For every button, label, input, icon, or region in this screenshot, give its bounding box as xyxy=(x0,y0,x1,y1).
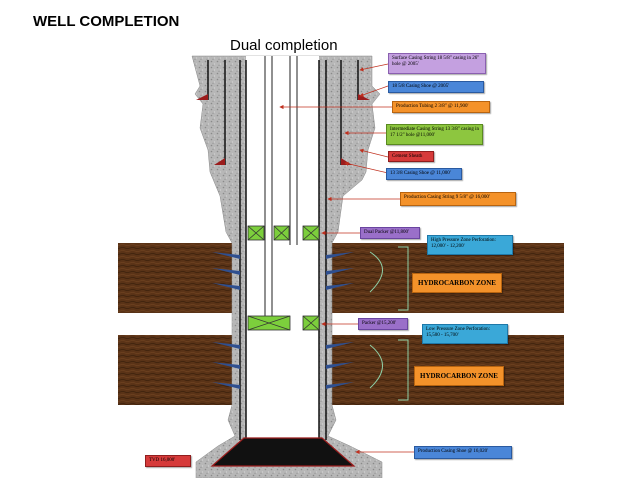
high-pressure-zone-label: High Pressure Zone Perforation: 12,000' … xyxy=(427,235,513,255)
surface-casing-label: Surface Casing String 18 5/8" casing in … xyxy=(388,53,486,74)
upper-perforations xyxy=(212,252,354,290)
packer-15200-label: Packer @15,200' xyxy=(358,318,408,330)
casing-strings xyxy=(207,60,359,440)
production-casing-shoe-label: Production Casing Shoe @ 16,020' xyxy=(414,446,512,459)
leader-lines xyxy=(279,63,414,455)
casing-shoe-13-label: 13 3/8 Casing Shoe @ 11,000' xyxy=(386,168,462,180)
production-tubing-label: Production Tubing 2 3/8" @ 11,900' xyxy=(392,101,490,113)
zone-brackets xyxy=(369,246,409,401)
production-casing-label: Production Casing String 9 5/8" @ 16,000… xyxy=(400,192,516,206)
single-packer xyxy=(247,315,320,331)
tvd-label: TVD 16,000' xyxy=(145,455,191,467)
bottom-plug xyxy=(210,437,356,467)
cement-sheath-label: Cement Sheath xyxy=(388,151,434,162)
casing-shoes xyxy=(196,94,370,165)
casing-shoe-18-label: 18 5/8 Casing Shoe @ 2005' xyxy=(388,81,484,93)
wellbore xyxy=(246,56,319,440)
lower-perforations xyxy=(212,342,354,389)
page-title: WELL COMPLETION xyxy=(33,13,180,30)
lower-hydrocarbon-zone-label: HYDROCARBON ZONE xyxy=(414,366,504,386)
tubing-strings xyxy=(264,56,298,320)
low-pressure-zone-label: Low Pressure Zone Perforation: 15,500 - … xyxy=(422,324,508,344)
intermediate-casing-label: Intermediate Casing String 13 3/8" casin… xyxy=(386,124,483,145)
dual-packer xyxy=(247,225,320,241)
dual-packer-label: Dual Packer @11,800' xyxy=(360,227,420,239)
upper-hydrocarbon-zone-label: HYDROCARBON ZONE xyxy=(412,273,502,293)
diagram-title: Dual completion xyxy=(230,37,338,54)
